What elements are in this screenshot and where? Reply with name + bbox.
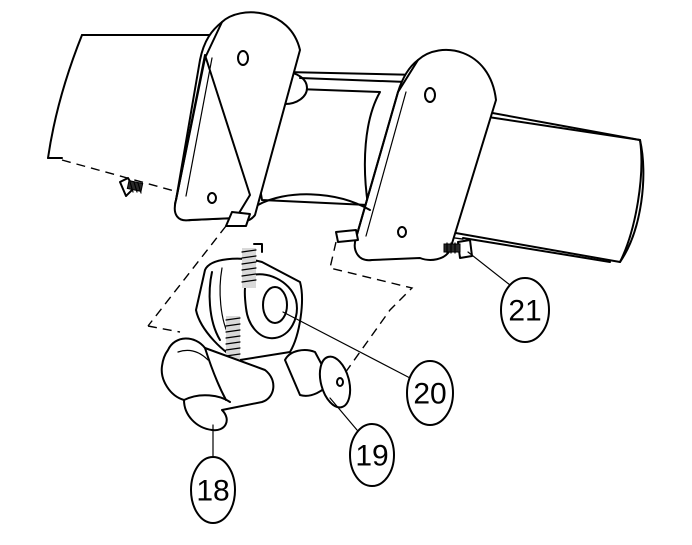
callout-18-label: 18 xyxy=(196,475,229,508)
explode-line-right xyxy=(329,241,414,381)
clamp-block xyxy=(195,243,303,361)
tube-underside-arc xyxy=(257,193,371,211)
callout-19: 19 xyxy=(349,423,395,487)
left-screw xyxy=(119,177,144,197)
tube xyxy=(47,34,645,263)
callout-20: 20 xyxy=(406,360,454,426)
callout-21: 21 xyxy=(500,277,550,343)
right-screw xyxy=(443,239,473,259)
callout-18: 18 xyxy=(190,456,236,524)
explode-line-left xyxy=(147,225,227,333)
callout-20-label: 20 xyxy=(413,378,446,411)
knob xyxy=(160,337,275,432)
right-bracket xyxy=(335,48,497,262)
callout-21-label: 21 xyxy=(508,295,541,328)
left-bracket xyxy=(173,11,301,227)
leader-20 xyxy=(282,311,411,379)
leader-19 xyxy=(329,397,358,431)
leader-21 xyxy=(467,251,511,286)
callout-19-label: 19 xyxy=(355,440,388,473)
bushing xyxy=(284,349,352,409)
